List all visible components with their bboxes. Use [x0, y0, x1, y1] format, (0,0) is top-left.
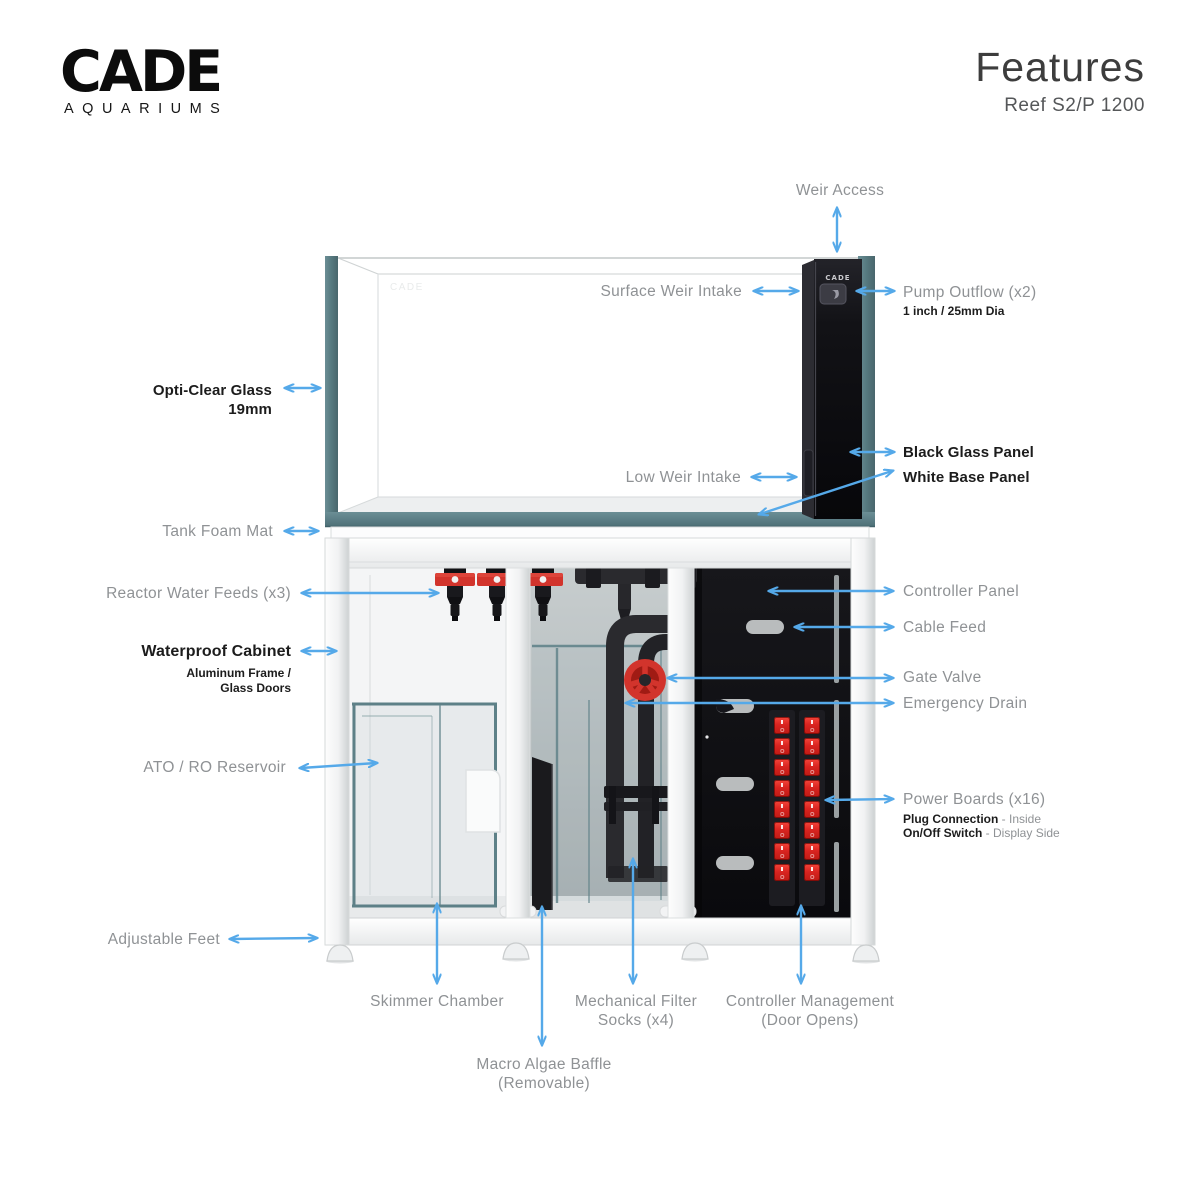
arrow-ato-ro-reservoir	[301, 763, 376, 768]
label-low-weir-intake: Low Weir Intake	[625, 469, 741, 486]
cabinet	[324, 537, 880, 964]
cabinet-post	[850, 537, 876, 946]
gate-valve	[624, 659, 666, 701]
power-switch	[774, 738, 790, 755]
pump-outflow-port	[819, 283, 847, 305]
label-mechanical-filter-socks: Mechanical Filter Socks (x4)	[574, 993, 698, 1029]
power-switch	[804, 843, 820, 860]
label-opti-clear-glass: Opti-Clear Glass 19mm	[152, 382, 272, 418]
power-switch	[774, 780, 790, 797]
power-switch	[774, 843, 790, 860]
cabinet-post	[667, 567, 695, 919]
tank-watermark: CADE	[390, 282, 424, 293]
power-switch	[804, 759, 820, 776]
label-controller-panel: Controller Panel	[903, 583, 1019, 600]
weir-box: CADE	[802, 259, 862, 519]
foot	[326, 944, 354, 962]
callout-arrows	[231, 209, 893, 1044]
power-switch	[804, 738, 820, 755]
page-subtitle: Reef S2/P 1200	[1004, 95, 1145, 116]
ato-ro-reservoir	[352, 702, 501, 908]
low-weir-slot	[803, 449, 814, 497]
label-waterproof-cabinet-sub: Aluminum Frame / Glass Doors	[186, 666, 291, 695]
cade-logo-text: CADE	[60, 39, 223, 105]
label-pump-outflow-sub: 1 inch / 25mm Dia	[903, 304, 1005, 318]
arrow-adjustable-feet	[231, 938, 316, 939]
drain-pipe	[606, 615, 672, 878]
label-white-base-panel: White Base Panel	[903, 469, 1030, 486]
arrow-white-base-panel	[760, 471, 892, 514]
tank-foam-mat	[330, 526, 870, 540]
tank-glass-edge-bottom	[325, 512, 875, 527]
power-switch	[804, 864, 820, 881]
label-macro-algae-baffle: Macro Algae Baffle (Removable)	[476, 1056, 612, 1092]
label-gate-valve: Gate Valve	[903, 669, 982, 686]
label-ato-ro-reservoir: ATO / RO Reservoir	[143, 759, 286, 776]
cable-feed-slot	[746, 620, 784, 634]
label-adjustable-feet: Adjustable Feet	[107, 931, 220, 948]
power-switch	[774, 717, 790, 734]
adjustable-feet	[326, 942, 880, 964]
label-power-boards-sub1: Plug Connection - Inside	[903, 812, 1042, 826]
label-weir-access: Weir Access	[795, 182, 885, 199]
power-switch	[804, 717, 820, 734]
arrow-power-boards	[827, 799, 892, 800]
power-switch	[774, 822, 790, 839]
power-switch	[804, 801, 820, 818]
cabinet-post	[324, 537, 350, 946]
label-skimmer-chamber: Skimmer Chamber	[370, 993, 504, 1010]
weir-logo: CADE	[825, 274, 850, 282]
label-pump-outflow: Pump Outflow (x2)	[903, 284, 1037, 301]
filter-sock-rack	[604, 786, 670, 882]
title-block: Features Reef S2/P 1200	[975, 44, 1145, 117]
tank-glass-edge-left	[325, 256, 338, 527]
macro-algae-baffle	[532, 757, 552, 910]
label-reactor-water-feeds: Reactor Water Feeds (x3)	[106, 585, 291, 602]
cabinet-top-beam	[324, 537, 876, 569]
panel-slot	[716, 777, 754, 791]
label-surface-weir-intake: Surface Weir Intake	[600, 283, 742, 300]
label-waterproof-cabinet: Waterproof Cabinet	[141, 643, 291, 660]
cade-logo: CADE AQUARIUMS	[60, 39, 280, 118]
label-cable-feed: Cable Feed	[903, 619, 987, 636]
power-switch	[774, 759, 790, 776]
label-tank-foam-mat: Tank Foam Mat	[162, 523, 273, 540]
reservoir-bracket	[465, 769, 501, 833]
label-black-glass-panel: Black Glass Panel	[903, 444, 1034, 461]
cabinet-post	[505, 567, 531, 919]
power-switch	[804, 780, 820, 797]
power-switch	[774, 864, 790, 881]
power-switch	[774, 801, 790, 818]
tank-glass-edge-right	[858, 256, 875, 527]
label-emergency-drain: Emergency Drain	[903, 695, 1028, 712]
cabinet-bottom-beam	[324, 917, 876, 946]
cade-logo-subtext: AQUARIUMS	[64, 101, 229, 117]
foot	[852, 944, 880, 962]
label-power-boards: Power Boards (x16)	[903, 791, 1046, 808]
power-switch	[804, 822, 820, 839]
power-switch-grid	[774, 717, 820, 881]
cabinet-left-chamber	[349, 568, 506, 918]
page-title: Features	[975, 44, 1145, 90]
label-power-boards-sub2: On/Off Switch - Display Side	[903, 826, 1060, 840]
panel-slot	[716, 856, 754, 870]
label-controller-management: Controller Management (Door Opens)	[725, 993, 895, 1029]
